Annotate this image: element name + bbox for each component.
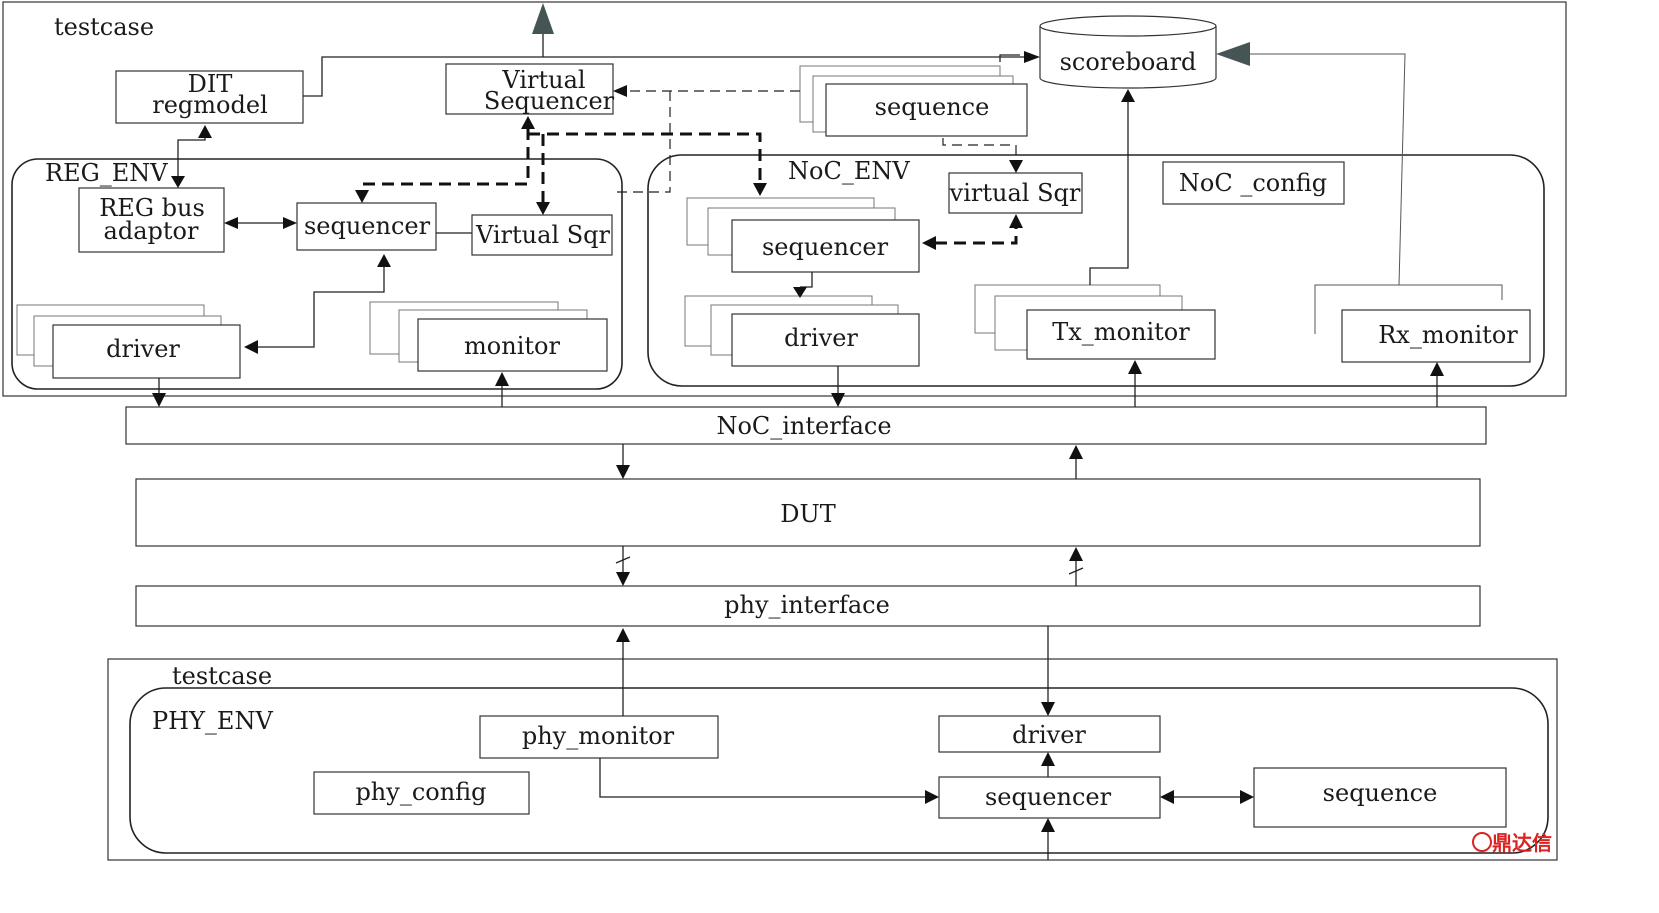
bottom-testcase-frame [107, 658, 1558, 861]
reg-driver-label: driver [106, 335, 180, 363]
dut-box [135, 478, 1481, 547]
noc-sequencer-box [731, 219, 920, 273]
svg-text:scoreboard: scoreboard [1060, 48, 1197, 76]
noc-env-container [647, 154, 1545, 387]
reg-virtual-sqr-box [471, 214, 613, 256]
virtual-sequencer-label: Virtual [501, 66, 585, 94]
noc-driver-box [731, 313, 920, 367]
phy-interface-label: phy_interface [724, 591, 890, 619]
dut-label: DUT [780, 500, 835, 528]
reg-env-container [11, 158, 623, 390]
virtual-sequencer-label-2: Sequencer [484, 87, 615, 115]
noc-env-title: NoC_ENV [788, 157, 910, 185]
noc-tx-monitor-box [1026, 309, 1216, 360]
noc-config-label: NoC _config [1179, 169, 1327, 197]
reg-virtual-sqr-label: Virtual Sqr [475, 221, 611, 249]
dit-regmodel-label: DIT [188, 70, 233, 98]
noc-tx-monitor-label: Tx_monitor [1052, 318, 1190, 346]
top-testcase-label: testcase [54, 13, 154, 41]
top-sequence-label: sequence [875, 93, 990, 121]
top-output-arrow [532, 3, 554, 34]
dit-regmodel-box [115, 70, 304, 124]
noc-interface-label: NoC_interface [716, 412, 891, 440]
phy-sequence-label: sequence [1323, 779, 1438, 807]
bottom-testcase-label: testcase [172, 662, 272, 690]
phy-config-box [313, 771, 530, 815]
phy-sequence-box [1253, 767, 1507, 828]
phy-sequencer-label: sequencer [985, 783, 1112, 811]
phy-env-title: PHY_ENV [152, 707, 273, 735]
phy-env-container [129, 687, 1549, 854]
phy-sequencer-box [938, 776, 1161, 819]
reg-monitor-label: monitor [464, 332, 560, 360]
noc-virtual-sqr-label: virtual Sqr [949, 179, 1081, 207]
noc-rx-monitor-box [1341, 309, 1531, 363]
reg-env-title: REG_ENV [45, 159, 168, 187]
phy-monitor-label: phy_monitor [522, 722, 675, 750]
phy-driver-box [938, 715, 1161, 753]
reg-sequencer-box [296, 202, 437, 251]
reg-bus-adaptor-label: REG bus [99, 194, 205, 222]
noc-config-box [1162, 161, 1345, 205]
noc-rx-monitor-label: Rx_monitor [1378, 321, 1518, 349]
scoreboard: scoreboard [1039, 15, 1217, 89]
reg-bus-adaptor-label-2: adaptor [104, 217, 199, 245]
reg-sequencer-label: sequencer [304, 212, 431, 240]
dit-regmodel-label-2: regmodel [152, 91, 268, 119]
regmodel-to-scoreboard-line [303, 56, 1028, 97]
watermark-logo: 鼎达信 [1472, 831, 1552, 855]
phy-interface-box [135, 585, 1481, 627]
reg-bus-adaptor-box [78, 187, 225, 253]
phy-config-label: phy_config [355, 778, 486, 806]
reg-monitor-box [417, 318, 608, 372]
virtual-sequencer-control-dashed [360, 128, 530, 194]
noc-sequencer-label: sequencer [762, 233, 889, 261]
top-testcase-frame [2, 1, 1567, 397]
top-sequence-box [825, 83, 1028, 137]
virtual-sequencer-box [445, 63, 614, 115]
noc-driver-label: driver [784, 324, 858, 352]
noc-interface-box [125, 406, 1487, 445]
noc-virtual-sqr-box [948, 172, 1083, 214]
reg-driver-box [52, 324, 241, 379]
phy-driver-label: driver [1012, 721, 1086, 749]
phy-monitor-box [479, 715, 719, 759]
svg-text:鼎达信: 鼎达信 [1492, 831, 1552, 855]
